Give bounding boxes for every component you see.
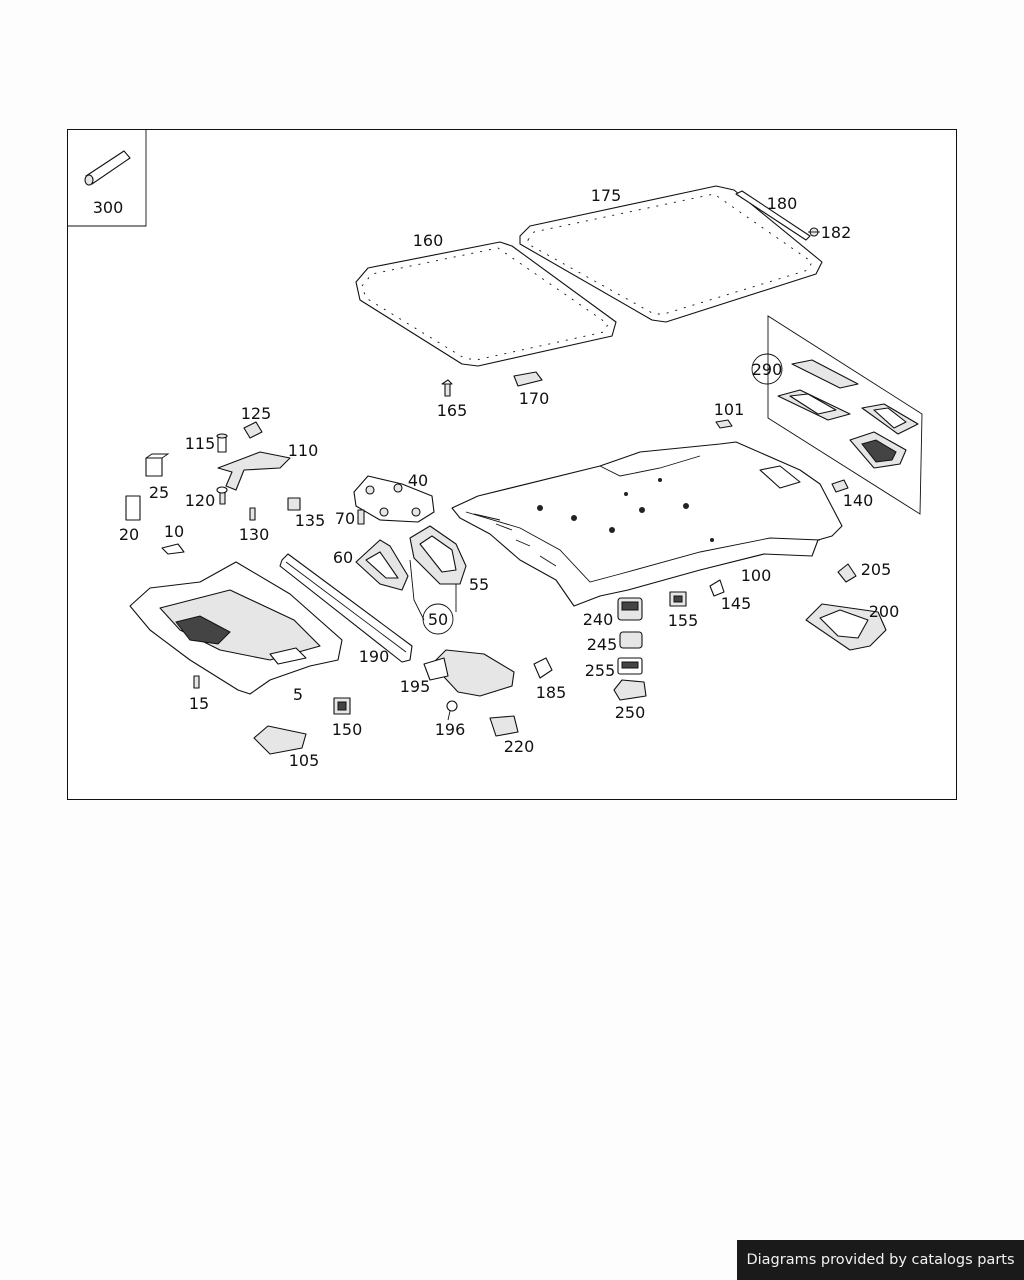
part-label: 200 [869, 602, 900, 621]
part-55-drawing [409, 525, 467, 585]
part-255-drawing [617, 657, 643, 675]
part-label: 155 [668, 611, 699, 630]
parts-diagram-frame [67, 129, 957, 800]
part-label: 100 [741, 566, 772, 585]
part-label: 135 [295, 511, 326, 530]
part-label: 25 [149, 483, 169, 502]
part-220-drawing [489, 715, 519, 737]
part-label: 190 [359, 647, 390, 666]
part-label: 245 [587, 635, 618, 654]
part-label: 125 [241, 404, 272, 423]
part-label: 110 [288, 441, 319, 460]
part-101-drawing [715, 419, 733, 429]
part-182-drawing [808, 227, 820, 237]
part-label: 130 [239, 525, 270, 544]
part-165-drawing [441, 379, 453, 397]
part-label: 182 [821, 223, 852, 242]
part-label: 170 [519, 389, 550, 408]
part-label: 145 [721, 594, 752, 613]
part-170-drawing [513, 371, 543, 387]
credit-bar: Diagrams provided by catalogs parts [737, 1240, 1024, 1280]
part-label: 205 [861, 560, 892, 579]
part-label: 255 [585, 661, 616, 680]
part-label: 120 [185, 491, 216, 510]
part-70-drawing [357, 509, 365, 525]
part-150-drawing [333, 697, 351, 715]
part-135-drawing [287, 497, 301, 511]
part-15-drawing [193, 675, 200, 689]
part-50-outline [409, 559, 457, 621]
part-130-drawing [249, 507, 256, 521]
part-label: 195 [400, 677, 431, 696]
part-label: 40 [408, 471, 428, 490]
part-125-drawing [243, 421, 263, 439]
part-200-drawing [805, 603, 887, 651]
part-label: 300 [93, 198, 124, 217]
part-label: 196 [435, 720, 466, 739]
part-20-drawing [125, 495, 141, 521]
part-label: 105 [289, 751, 320, 770]
part-185-drawing [533, 657, 553, 679]
part-label: 165 [437, 401, 468, 420]
part-label: 60 [333, 548, 353, 567]
part-10-drawing [161, 543, 185, 555]
part-label: 50 [428, 610, 448, 629]
part-300-drawing [84, 150, 131, 186]
part-label: 290 [752, 360, 783, 379]
part-label: 175 [591, 186, 622, 205]
part-label: 160 [413, 231, 444, 250]
part-label: 250 [615, 703, 646, 722]
callout-circle-50 [422, 603, 454, 635]
part-110-drawing [217, 451, 291, 491]
part-140-drawing [831, 479, 849, 493]
part-245-drawing [619, 631, 643, 649]
part-205-drawing [837, 563, 857, 583]
credit-text: Diagrams provided by catalogs parts [746, 1252, 1015, 1268]
part-label: 150 [332, 720, 363, 739]
part-label: 55 [469, 575, 489, 594]
part-196-drawing [446, 700, 458, 721]
part-105-drawing [253, 725, 307, 755]
part-label: 10 [164, 522, 184, 541]
part-190-drawing [279, 553, 413, 663]
part-label: 220 [504, 737, 535, 756]
part-label: 5 [293, 685, 303, 704]
part-290-drawing [767, 315, 923, 515]
part-195-drawing [423, 649, 515, 697]
part-label: 140 [843, 491, 874, 510]
part-160-drawing [355, 241, 617, 367]
part-180-drawing [735, 190, 811, 241]
callout-circle-290 [751, 353, 783, 385]
part-label: 15 [189, 694, 209, 713]
inset-box-300 [67, 129, 147, 227]
part-155-drawing [669, 591, 687, 607]
part-label: 180 [767, 194, 798, 213]
part-label: 185 [536, 683, 567, 702]
part-115-drawing [216, 433, 228, 453]
part-145-drawing [709, 579, 725, 597]
part-175-drawing [519, 185, 823, 323]
part-5-drawing [129, 561, 343, 695]
part-120-drawing [216, 486, 228, 505]
part-label: 20 [119, 525, 139, 544]
part-60-drawing [355, 539, 409, 591]
part-label: 115 [185, 434, 216, 453]
part-label: 240 [583, 610, 614, 629]
part-240-drawing [617, 597, 643, 621]
part-100-drawing [451, 441, 843, 607]
part-250-drawing [613, 679, 647, 701]
part-label: 101 [714, 400, 745, 419]
part-25-drawing [145, 453, 170, 477]
part-label: 70 [335, 509, 355, 528]
